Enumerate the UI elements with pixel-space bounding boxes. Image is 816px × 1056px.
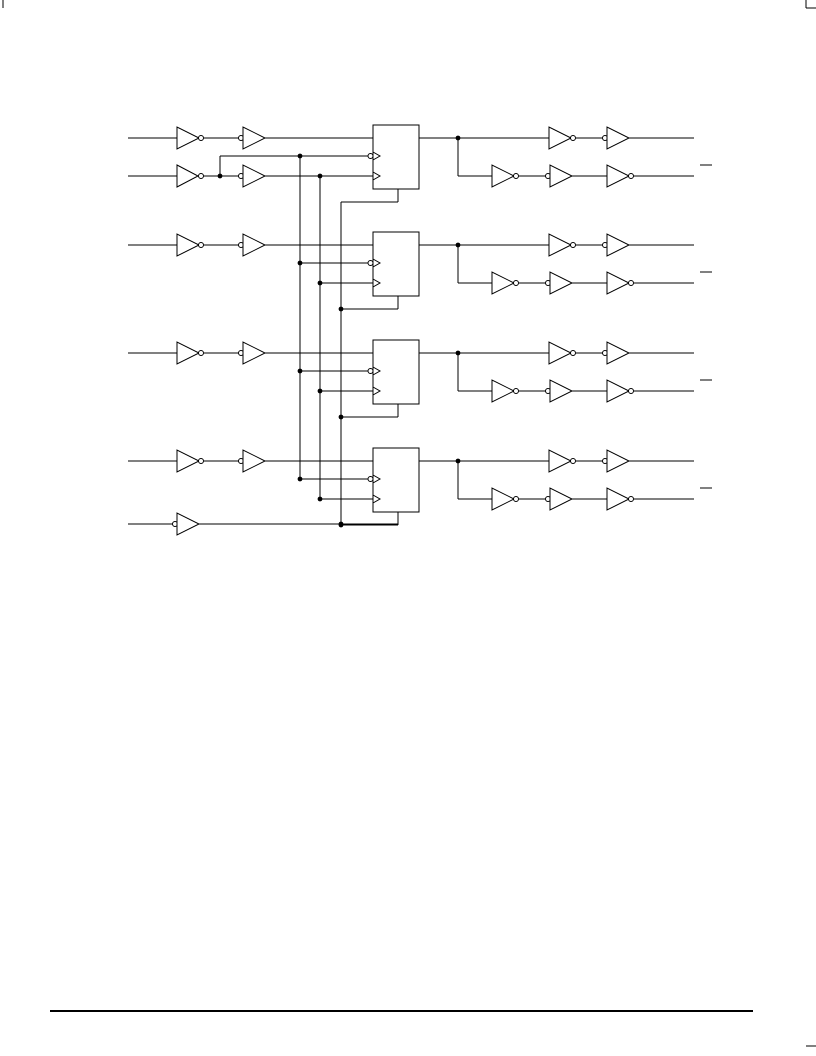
clock-a-bubble [367,260,374,266]
qbar-buffer [549,379,574,403]
qbar-inverter-2-bubble [628,388,634,394]
input-buffer [242,341,267,365]
clock-a-edge [372,151,382,161]
clock-a-edge [372,258,382,268]
bus-a-tap [297,368,303,374]
q-buffer [606,233,631,257]
input-buffer [242,449,267,473]
bus-b-tap [317,388,323,394]
qbar-inverter-1-bubble [513,388,519,394]
input-buffer [242,233,267,257]
bus-a-tap [297,476,303,482]
clock-a-bubble [367,476,374,482]
q-buffer [606,449,631,473]
qbar-inverter-1 [491,164,516,188]
clock-b-edge [372,278,382,288]
q-inverter-bubble [570,350,576,356]
stage-2 [128,231,712,312]
bus-b-tap [317,280,323,286]
clock-a-bubble [367,368,374,374]
q-inverter-bubble [570,458,576,464]
q-buffer [606,341,631,365]
enable-buffer [176,512,201,536]
latch-block [372,447,420,513]
stage-3 [128,339,712,420]
bus-b-tap-top [317,173,323,179]
qbar-buffer [549,271,574,295]
input-inverter-bubble [198,350,204,356]
bus-b-tap [317,496,323,502]
qbar-inverter-2 [606,487,631,511]
qbar-inverter-2 [606,164,631,188]
qbar-inverter-1 [491,487,516,511]
bus-a-tap-top [297,153,303,159]
latch-block [372,124,420,190]
input-buffer [242,126,267,150]
q-inverter-bubble [570,135,576,141]
stage-4 [128,447,712,528]
qbar-buffer [549,164,574,188]
input-inverter-bubble [198,242,204,248]
input-inverter [176,126,201,150]
q-inverter [548,341,573,365]
q-inverter-bubble [570,242,576,248]
qbar-inverter-2-bubble [628,280,634,286]
latch-block [372,231,420,297]
input-inverter [176,449,201,473]
qbar-inverter-2 [606,271,631,295]
bus-c-tap [338,522,344,528]
q-buffer [606,126,631,150]
input-inverter-bubble [198,135,204,141]
qbar-inverter-2-bubble [628,496,634,502]
bus-a-tap [297,260,303,266]
input-inverter [176,233,201,257]
clock-a-edge [372,474,382,484]
clock-b-edge [372,171,382,181]
qbar-buffer [549,487,574,511]
enable-input-row [128,512,398,536]
q-inverter [548,449,573,473]
qbar-inverter-1 [491,271,516,295]
control-input-row [128,153,373,188]
stage-group [128,124,712,528]
control-inverter [176,164,200,188]
q-inverter [548,126,573,150]
input-inverter-bubble [198,458,204,464]
control-buffer [242,164,267,188]
input-inverter [176,341,201,365]
bus-c-tap [338,414,344,420]
clock-b-edge [372,386,382,396]
q-inverter [548,233,573,257]
shared-buses [299,156,399,524]
qbar-inverter-1-bubble [513,496,519,502]
qbar-inverter-2-bubble [628,173,634,179]
qbar-inverter-2 [606,379,631,403]
latch-block [372,339,420,405]
clock-b-edge [372,494,382,504]
qbar-inverter-1-bubble [513,280,519,286]
qbar-inverter-1-bubble [513,173,519,179]
stage-1 [128,124,712,190]
bus-c-tap [338,306,344,312]
control-inverter-bubble [198,173,204,179]
clock-a-bubble [367,153,374,159]
clock-a-edge [372,366,382,376]
qbar-inverter-1 [491,379,516,403]
